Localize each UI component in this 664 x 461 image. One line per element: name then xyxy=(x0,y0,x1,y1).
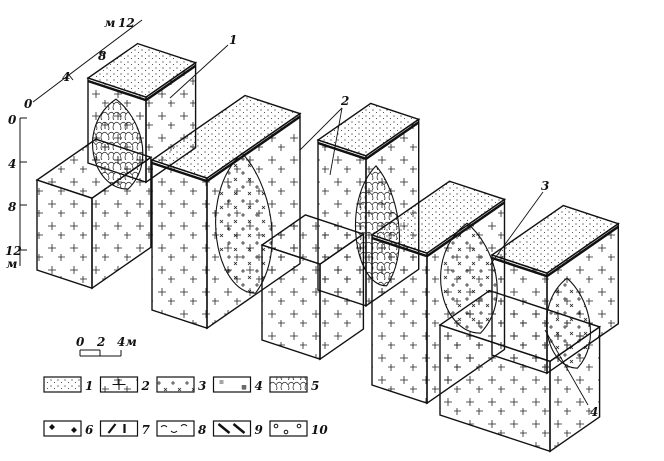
legend-swatch xyxy=(269,376,308,393)
legend-swatch xyxy=(269,420,308,437)
scale-axes xyxy=(19,19,143,357)
depth-unit: м xyxy=(104,16,115,30)
legend-label: 7 xyxy=(142,423,151,437)
depth-tick-12: 12 xyxy=(118,16,135,30)
depth-tick-8: 8 xyxy=(98,49,107,63)
legend-item-8: 8 xyxy=(156,420,207,437)
callout-1: 1 xyxy=(229,33,237,47)
scale-tick-2: 2 xyxy=(96,335,105,349)
legend-item-10: 10 xyxy=(269,420,328,437)
legend-item-3: 3 xyxy=(156,376,206,393)
legend-label: 10 xyxy=(311,423,328,437)
legend-label: 4 xyxy=(255,379,263,393)
legend: 1 2 3 4 5 6 7 8 9 10 xyxy=(43,376,328,437)
legend-label: 9 xyxy=(255,423,264,437)
vertical-tick-8: 8 xyxy=(8,200,17,214)
legend-swatch xyxy=(156,376,195,393)
legend-label: 8 xyxy=(198,423,207,437)
legend-swatch xyxy=(156,420,195,437)
block-5-front xyxy=(438,289,602,453)
vein-body xyxy=(215,152,273,294)
legend-item-9: 9 xyxy=(212,420,264,437)
legend-swatch xyxy=(43,420,82,437)
legend-item-2: 2 xyxy=(99,376,150,393)
block-lower-left xyxy=(35,138,153,290)
legend-item-6: 6 xyxy=(43,420,94,437)
scale-tick-0: 0 xyxy=(76,335,85,349)
callout-4: 4 xyxy=(590,405,598,419)
legend-label: 5 xyxy=(311,379,319,393)
vertical-tick-0: 0 xyxy=(8,113,17,127)
legend-item-7: 7 xyxy=(99,420,151,437)
legend-label: 6 xyxy=(85,423,94,437)
legend-item-4: 4 xyxy=(212,376,263,393)
scale-tick-4: 4м xyxy=(117,335,137,349)
vertical-unit: м xyxy=(6,257,17,271)
legend-label: 1 xyxy=(85,379,93,393)
callout-2: 2 xyxy=(340,94,349,108)
depth-tick-0: 0 xyxy=(24,97,33,111)
legend-swatch xyxy=(99,420,139,437)
legend-swatch xyxy=(43,376,82,393)
legend-label: 2 xyxy=(141,379,150,393)
block-3-front xyxy=(260,214,365,361)
legend-swatch xyxy=(212,420,252,437)
legend-label: 3 xyxy=(198,379,206,393)
vertical-tick-4: 4 xyxy=(8,157,16,171)
callout-3: 3 xyxy=(541,179,549,193)
legend-item-1: 1 xyxy=(43,376,93,393)
legend-item-5: 5 xyxy=(269,376,319,393)
block-tall-2 xyxy=(150,94,302,330)
depth-tick-4: 4 xyxy=(62,70,70,84)
vertical-tick-12: 12 xyxy=(5,244,22,258)
